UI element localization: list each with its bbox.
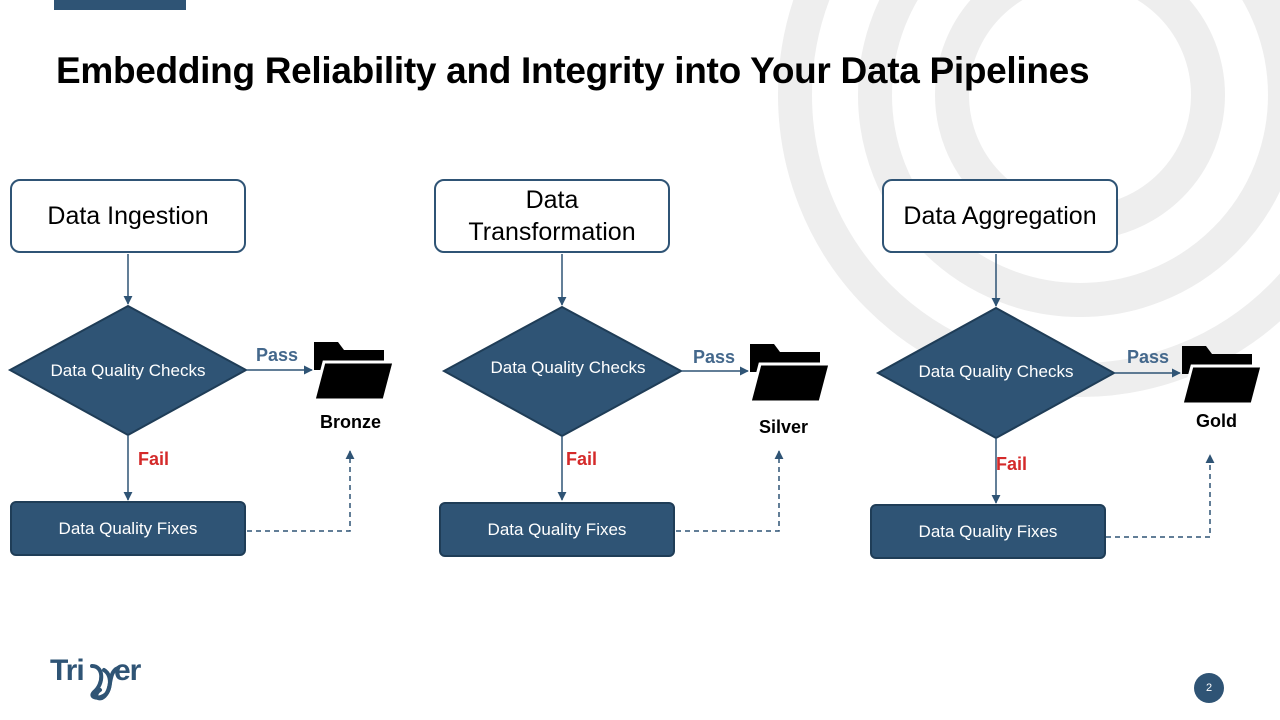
pass-label: Pass (1127, 347, 1170, 367)
stage-box-aggregation: Data Aggregation (882, 179, 1118, 253)
stage-label: Data Ingestion (47, 202, 209, 230)
quality-fixes-box: Data Quality Fixes (439, 502, 675, 557)
slide-title: Embedding Reliability and Integrity into… (56, 50, 1090, 91)
page-number: 2 (1194, 673, 1224, 703)
header-accent-bar (54, 0, 186, 10)
tier-label-bronze: Bronze (320, 412, 382, 432)
stage-label: Data Aggregation (903, 202, 1097, 230)
quality-fixes-box: Data Quality Fixes (10, 501, 246, 556)
folder-icon (312, 340, 396, 402)
fail-label: Fail (138, 449, 170, 469)
folder-icon (1180, 344, 1264, 406)
stage-label: Data Transformation (468, 186, 636, 246)
pipeline-ingestion (7, 254, 396, 532)
tier-label-silver: Silver (759, 417, 809, 437)
folder-icon (748, 342, 832, 404)
stage-box-ingestion: Data Ingestion (10, 179, 246, 253)
pass-label: Pass (693, 347, 736, 367)
fail-label: Fail (566, 449, 598, 469)
quality-check-label: Data Quality Checks (50, 361, 206, 380)
quality-check-label: Data Quality Checks (918, 362, 1074, 381)
quality-check-label: Data Quality Checks (490, 358, 646, 377)
pass-label: Pass (256, 345, 299, 365)
pipeline-aggregation (875, 254, 1264, 538)
quality-fixes-box: Data Quality Fixes (870, 504, 1106, 559)
stage-box-transformation: Data Transformation (434, 179, 670, 253)
svg-text:er: er (114, 654, 142, 687)
pipeline-transformation (441, 254, 832, 532)
svg-text:Tri: Tri (50, 654, 84, 687)
tier-label-gold: Gold (1196, 411, 1237, 431)
trigger-logo: Tri er (50, 654, 143, 701)
fail-label: Fail (996, 454, 1028, 474)
